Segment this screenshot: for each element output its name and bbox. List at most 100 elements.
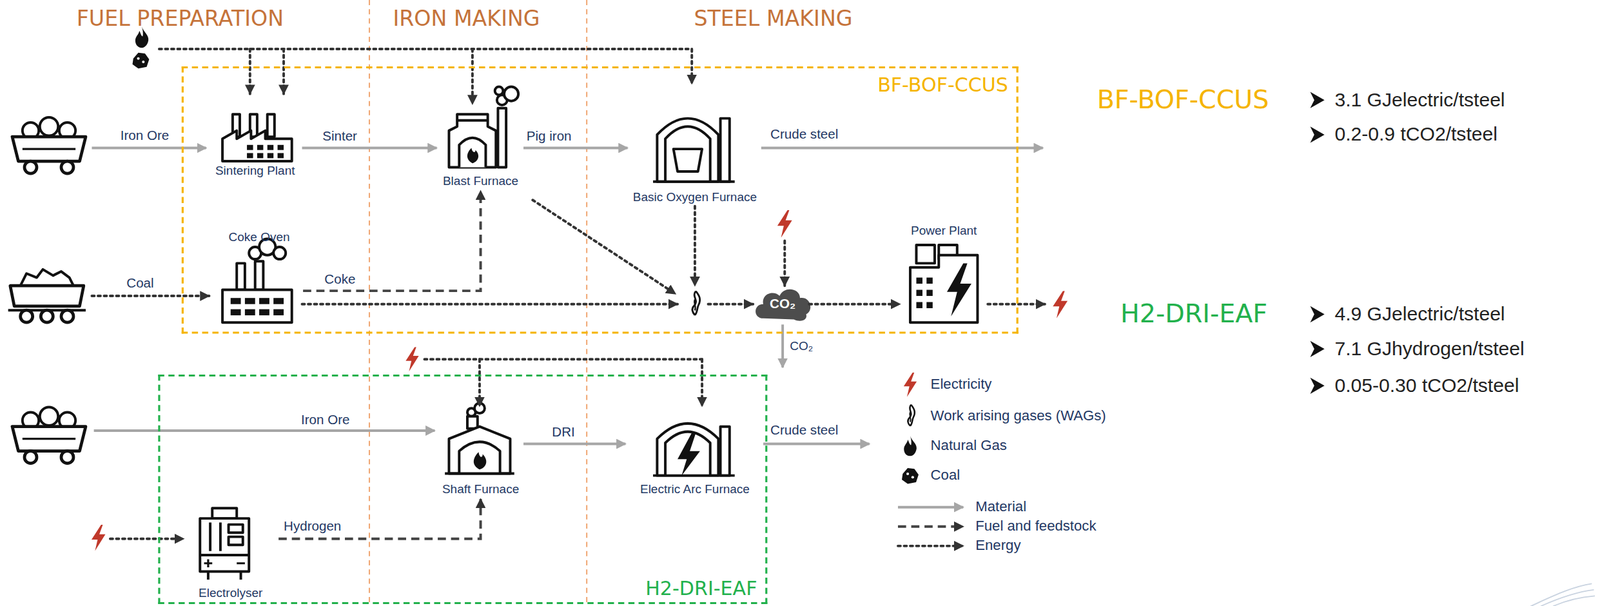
ore-cart	[12, 407, 86, 464]
flow-label: Hydrogen	[283, 518, 342, 534]
electric-arc-furnace-icon	[653, 474, 735, 478]
power-plant-icon	[916, 302, 922, 309]
energy-flow	[110, 537, 184, 541]
node-label: Coke Oven	[216, 229, 303, 244]
electric-arc-furnace-icon	[665, 431, 711, 476]
energy-symbols	[692, 291, 701, 316]
power-plant-icon	[926, 277, 933, 284]
material-flow	[94, 429, 436, 432]
process-node: Power Plant	[901, 223, 986, 326]
flow-label: DRI	[551, 424, 575, 440]
flow-label: Coke	[324, 271, 356, 287]
electrolyser-icon	[204, 558, 245, 568]
flow-label: Pig iron	[526, 128, 572, 144]
energy-symbols	[1052, 290, 1068, 319]
coke-oven-icon	[259, 297, 270, 304]
flow-label: Iron Ore	[301, 411, 350, 428]
process-node: Electric Arc Furnace	[627, 408, 762, 496]
coke-oven-icon	[230, 297, 242, 304]
blast-furnace-icon	[495, 87, 504, 96]
metric-value: 4.9 GJelectric/tsteel	[1334, 302, 1505, 326]
legend-samples	[907, 404, 915, 427]
coke-oven-icon	[222, 290, 293, 323]
shaft-furnace-icon	[473, 451, 487, 470]
energy-symbols	[405, 346, 419, 372]
legend-samples	[897, 544, 964, 548]
bullet-arrow	[1309, 91, 1325, 394]
coke-oven-icon	[273, 246, 286, 260]
blast-furnace-icon	[467, 148, 479, 164]
basic-oxygen-furnace-icon	[720, 118, 730, 182]
electric-arc-furnace-icon	[653, 423, 735, 476]
basic-oxygen-furnace-icon	[653, 180, 735, 184]
process-node: Blast Furnace	[439, 99, 523, 188]
process-node: Sintering Plant	[208, 110, 301, 178]
electrolyser-icon	[199, 518, 249, 572]
flow-label: Iron Ore	[120, 127, 169, 144]
energy-flow	[783, 241, 786, 287]
node-label: Power Plant	[901, 223, 986, 238]
sintering-plant-icon	[246, 145, 253, 151]
legend-label: Natural Gas	[930, 436, 1007, 454]
metric-value: 0.2-0.9 tCO2/tsteel	[1334, 123, 1497, 147]
energy-symbols	[132, 52, 149, 69]
blast-furnace-icon	[448, 87, 519, 168]
flow-connector	[302, 190, 481, 291]
logo-mark	[1530, 583, 1595, 606]
power-plant-icon	[916, 244, 935, 264]
basic-oxygen-furnace-icon	[653, 118, 735, 182]
electric-arc-furnace-icon	[677, 432, 701, 476]
legend-samples	[897, 506, 964, 509]
metric-value: 0.05-0.30 tCO2/tsteel	[1334, 374, 1519, 398]
legend-label: Fuel and feedstock	[975, 517, 1096, 536]
energy-flow	[700, 359, 704, 407]
bullet-arrow	[1309, 91, 1325, 108]
energy-symbols	[91, 26, 1068, 551]
sintering-plant-icon	[257, 145, 264, 151]
coke-oven-icon	[244, 297, 256, 304]
sintering-plant-icon	[246, 152, 253, 158]
node-label: Blast Furnace	[439, 173, 523, 188]
node-label: Electrolyser	[183, 585, 278, 601]
node-label: Basic Oxygen Furnace	[629, 189, 761, 204]
section-heading: IRON MAKING	[392, 5, 540, 31]
electric-arc-furnace-icon	[720, 426, 730, 476]
legend-label: Work arising gases (WAGs)	[930, 407, 1107, 425]
energy-flow	[478, 359, 481, 407]
energy-flow	[248, 48, 252, 95]
section-heading: STEEL MAKING	[693, 5, 853, 31]
route-title: H2-DRI-EAF	[1120, 299, 1268, 329]
sintering-plant-icon	[246, 145, 284, 159]
electrolyser-icon	[228, 536, 244, 546]
section-heading: FUEL PREPARATION	[76, 5, 284, 31]
flow-connector	[278, 498, 481, 539]
flow-label: Coal	[126, 275, 154, 291]
coke-oven-icon	[222, 238, 293, 323]
sintering-plant-icon	[267, 145, 274, 151]
legend-samples	[897, 525, 964, 528]
material-flow	[781, 324, 784, 367]
legend-label: Material	[975, 497, 1027, 516]
legend-label: Energy	[975, 536, 1021, 555]
coke-oven-icon	[230, 309, 242, 316]
logo-mark	[1552, 595, 1595, 606]
flow-connector	[809, 302, 900, 306]
flow-label: Sinter	[322, 128, 358, 144]
shaft-furnace-icon	[458, 441, 500, 474]
flow-label: Crude steel	[770, 422, 839, 438]
blast-furnace-icon	[497, 108, 507, 168]
blast-furnace-icon	[457, 119, 488, 122]
bullet-arrow	[1309, 126, 1325, 143]
electrolyser-icon	[208, 522, 212, 551]
group-heading: H2-DRI-EAF	[645, 576, 757, 599]
energy-flow	[91, 294, 209, 298]
coke-oven-icon	[244, 309, 256, 316]
sintering-plant-icon	[267, 152, 274, 158]
process-node: Electrolyser	[183, 505, 278, 601]
power-plant-icon	[916, 277, 922, 284]
coke-oven-icon	[273, 309, 284, 316]
co2-cloud	[755, 289, 811, 322]
flow-connector	[523, 442, 626, 446]
electrolyser-icon	[212, 507, 237, 519]
